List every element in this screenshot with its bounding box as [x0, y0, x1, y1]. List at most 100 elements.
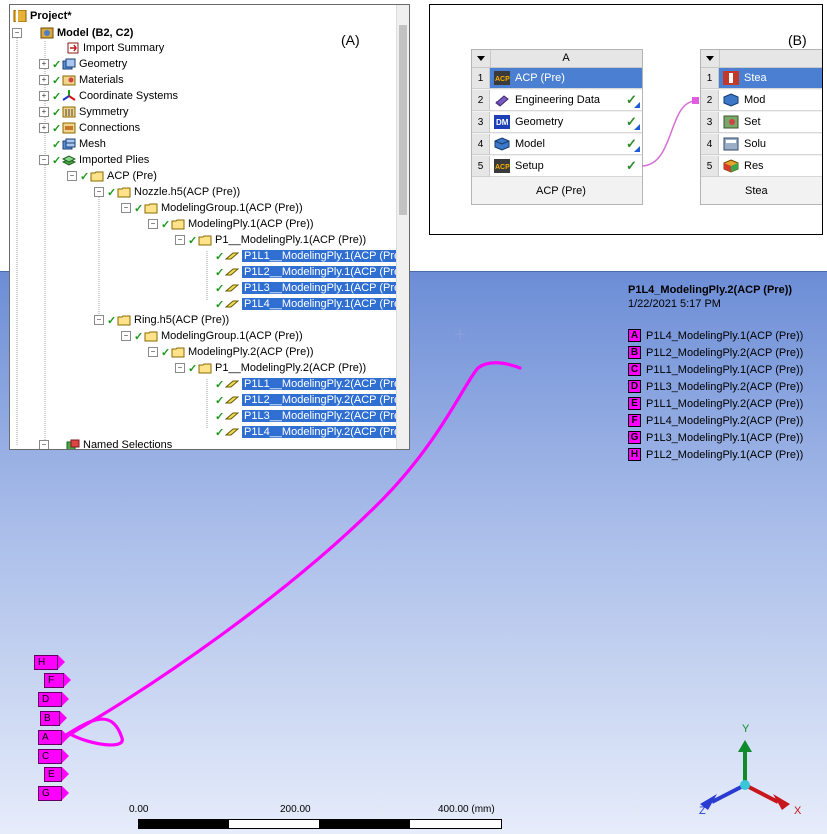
tree-item-nozzle-ply[interactable]: − ✓ ModelingPly.1(ACP (Pre))	[147, 216, 314, 232]
tree-item-imported-plies[interactable]: − ✓ Imported Plies	[38, 152, 149, 168]
expand-icon[interactable]: +	[39, 123, 49, 133]
tree-item-nozzle-p1[interactable]: − ✓ P1__ModelingPly.1(ACP (Pre))	[174, 232, 366, 248]
scrollbar-thumb[interactable]	[399, 25, 407, 215]
row-cell[interactable]: ACP Setup ✓	[490, 156, 642, 177]
row-cell[interactable]: ACP ACP (Pre)	[490, 68, 642, 89]
system-b-row-4[interactable]: 4 Solu	[701, 134, 822, 155]
tree-label: ModelingPly.1(ACP (Pre))	[188, 218, 314, 230]
system-b-row-1[interactable]: 1 Stea	[701, 68, 822, 89]
system-b-row-2[interactable]: 2 Mod	[701, 90, 822, 111]
system-menu-arrow-icon[interactable]	[472, 50, 491, 67]
tree-label: P1L2__ModelingPly.1(ACP (Pre))	[242, 266, 409, 278]
collapse-icon[interactable]: −	[39, 155, 49, 165]
tree-item-geometry[interactable]: + ✓ Geometry	[38, 56, 127, 72]
collapse-icon[interactable]: −	[39, 440, 49, 449]
tree-item-ring-l4[interactable]: ✓ P1L4__ModelingPly.2(ACP (Pre))	[215, 424, 409, 440]
ply-curve[interactable]	[64, 361, 522, 747]
row-cell[interactable]: Res	[719, 156, 822, 177]
collapse-icon[interactable]: −	[148, 347, 158, 357]
model-icon	[494, 137, 510, 151]
tree-item-ring-ply[interactable]: − ✓ ModelingPly.2(ACP (Pre))	[147, 344, 314, 360]
tree-item-materials[interactable]: + ✓ Materials	[38, 72, 124, 88]
tree-item-ring-group[interactable]: − ✓ ModelingGroup.1(ACP (Pre))	[120, 328, 303, 344]
tree-item-nozzle[interactable]: − ✓ Nozzle.h5(ACP (Pre))	[93, 184, 240, 200]
row-cell[interactable]: Mod	[719, 90, 822, 111]
collapse-icon[interactable]: −	[148, 219, 158, 229]
annotation-tag[interactable]: E	[44, 767, 69, 782]
tree-label: P1L3__ModelingPly.2(ACP (Pre))	[242, 410, 409, 422]
system-a-row-4[interactable]: 4 Model ✓	[472, 134, 642, 155]
tree-item-nozzle-l3[interactable]: ✓ P1L3__ModelingPly.1(ACP (Pre))	[215, 280, 409, 296]
tree-item-acp[interactable]: − ✓ ACP (Pre)	[66, 168, 157, 184]
row-cell[interactable]: DM Geometry ✓	[490, 112, 642, 133]
annotation-tag[interactable]: F	[44, 673, 71, 688]
tree-item-ring-p1[interactable]: − ✓ P1__ModelingPly.2(ACP (Pre))	[174, 360, 366, 376]
tree-item-nozzle-l1[interactable]: ✓ P1L1__ModelingPly.1(ACP (Pre))	[215, 248, 409, 264]
project-schematic-panel[interactable]: (B) A 1 ACP ACP (Pre) 2 Engineering Data…	[429, 4, 823, 235]
system-a-row-5[interactable]: 5 ACP Setup ✓	[472, 156, 642, 177]
system-a-row-1[interactable]: 1 ACP ACP (Pre)	[472, 68, 642, 89]
expand-icon[interactable]: +	[39, 91, 49, 101]
tree-item-ring-l1[interactable]: ✓ P1L1__ModelingPly.2(ACP (Pre))	[215, 376, 409, 392]
collapse-icon[interactable]: −	[94, 187, 104, 197]
tree-item-ring-l3[interactable]: ✓ P1L3__ModelingPly.2(ACP (Pre))	[215, 408, 409, 424]
row-cell[interactable]: Engineering Data ✓	[490, 90, 642, 111]
tree-item-nozzle-l2[interactable]: ✓ P1L2__ModelingPly.1(ACP (Pre))	[215, 264, 409, 280]
annotation-tag[interactable]: A	[38, 730, 69, 745]
collapse-icon[interactable]: −	[121, 203, 131, 213]
annotation-tag[interactable]: H	[34, 655, 65, 670]
annotation-tag[interactable]: G	[38, 786, 69, 801]
annotation-tag[interactable]: D	[38, 692, 69, 707]
collapse-icon[interactable]: −	[12, 28, 22, 38]
system-b-block[interactable]: 1 Stea 2 Mod 3 Set 4 Solu	[700, 49, 822, 205]
row-cell[interactable]: Model ✓	[490, 134, 642, 155]
system-b-header[interactable]	[701, 50, 822, 68]
annotation-tag[interactable]: C	[38, 749, 69, 764]
system-a-row-3[interactable]: 3 DM Geometry ✓	[472, 112, 642, 133]
tree-item-ring[interactable]: − ✓ Ring.h5(ACP (Pre))	[93, 312, 229, 328]
tree-scrollbar[interactable]	[396, 5, 409, 449]
tree-item-connections[interactable]: + ✓ Connections	[38, 120, 140, 136]
tree-item-nozzle-group[interactable]: − ✓ ModelingGroup.1(ACP (Pre))	[120, 200, 303, 216]
system-b-title[interactable]: Stea	[745, 185, 768, 197]
system-menu-arrow-icon[interactable]	[701, 50, 720, 67]
row-cell[interactable]: Set	[719, 112, 822, 133]
system-a-header[interactable]: A	[472, 50, 642, 68]
expand-icon[interactable]: +	[39, 107, 49, 117]
tree-item-named-selections[interactable]: − Named Selections	[38, 437, 172, 449]
row-cell[interactable]: Stea	[719, 68, 822, 89]
tree-item-import-summary[interactable]: Import Summary	[66, 40, 164, 56]
system-a-block[interactable]: A 1 ACP ACP (Pre) 2 Engineering Data ✓ 3…	[471, 49, 643, 205]
collapse-icon[interactable]: −	[94, 315, 104, 325]
tree-item-ring-l2[interactable]: ✓ P1L2__ModelingPly.2(ACP (Pre))	[215, 392, 409, 408]
collapse-icon[interactable]: −	[175, 363, 185, 373]
tree-item-symmetry[interactable]: + ✓ Symmetry	[38, 104, 129, 120]
system-link-connector	[641, 97, 699, 167]
tree-item-nozzle-l4[interactable]: ✓ P1L4__ModelingPly.1(ACP (Pre))	[215, 296, 409, 312]
system-b-row-5[interactable]: 5 Res	[701, 156, 822, 177]
tree-label: P1__ModelingPly.1(ACP (Pre))	[215, 234, 367, 246]
collapse-icon[interactable]: −	[67, 171, 77, 181]
tree-model-node[interactable]: − Model (B2, C2)	[10, 25, 133, 41]
annotation-tag[interactable]: B	[40, 711, 67, 726]
row-cell[interactable]: Solu	[719, 134, 822, 155]
tree-project-node[interactable]: Project*	[13, 8, 72, 24]
system-b-row-3[interactable]: 3 Set	[701, 112, 822, 133]
expand-icon[interactable]: +	[39, 59, 49, 69]
expand-icon[interactable]: +	[39, 75, 49, 85]
collapse-icon[interactable]: −	[121, 331, 131, 341]
tree-item-coordinate-systems[interactable]: + ✓ Coordinate Systems	[38, 88, 178, 104]
system-a-title[interactable]: ACP (Pre)	[536, 185, 586, 197]
tree-item-mesh[interactable]: ✓ Mesh	[52, 136, 106, 152]
collapse-icon[interactable]: −	[175, 235, 185, 245]
system-a-row-2[interactable]: 2 Engineering Data ✓	[472, 90, 642, 111]
outline-tree-panel[interactable]: Project* − Model (B2, C2) Import Summary…	[9, 4, 410, 450]
